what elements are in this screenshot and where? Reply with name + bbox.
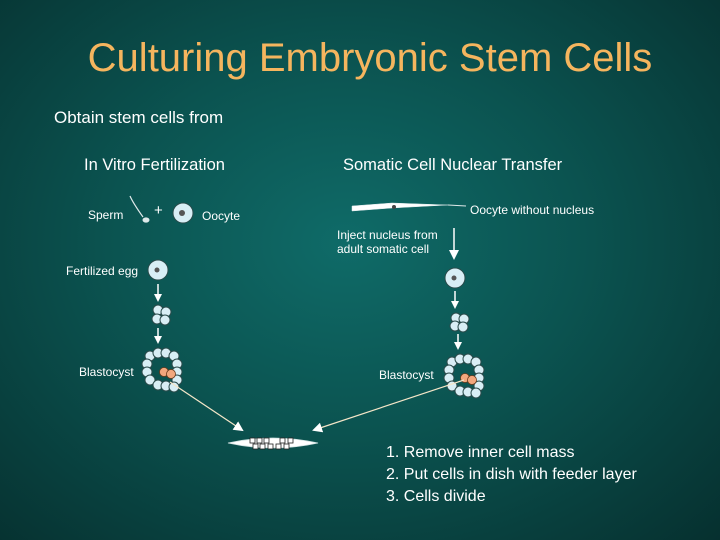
scnt-oocyte-icon xyxy=(444,267,466,289)
inject-label-line1: Inject nucleus from xyxy=(337,228,438,242)
scnt-heading: Somatic Cell Nuclear Transfer xyxy=(343,156,563,174)
step-1: 1. Remove inner cell mass xyxy=(386,444,575,461)
ivf-heading: In Vitro Fertilization xyxy=(84,156,225,174)
inject-label-line2: adult somatic cell xyxy=(337,242,430,256)
culture-dish-icon xyxy=(227,437,319,450)
sperm-icon xyxy=(129,195,150,223)
step-3: 3. Cells divide xyxy=(386,488,486,505)
step-2: 2. Put cells in dish with feeder layer xyxy=(386,466,637,483)
oocyte-label: Oocyte xyxy=(202,209,241,223)
micropipette-icon xyxy=(351,202,467,212)
fertilized-egg-label: Fertilized egg xyxy=(66,264,139,278)
ivf-blastocyst-icon xyxy=(141,347,183,393)
scnt-blastocyst-label: Blastocyst xyxy=(379,368,434,382)
ivf-blastocyst-label: Blastocyst xyxy=(79,365,134,379)
scnt-cleavage-cells-icon xyxy=(449,312,470,333)
plus-sign: + xyxy=(154,202,163,219)
scnt-blastocyst-icon xyxy=(443,353,485,399)
scnt-to-dish-arrow xyxy=(312,379,465,433)
oocyte-without-nucleus-label: Oocyte without nucleus xyxy=(470,203,595,217)
intro-text: Obtain stem cells from xyxy=(54,108,224,127)
ivf-to-dish-arrow xyxy=(169,381,244,432)
ivf-cleavage-cells-icon xyxy=(151,304,172,326)
oocyte-icon xyxy=(172,202,194,224)
slide-title: Culturing Embryonic Stem Cells xyxy=(87,36,653,80)
sperm-label: Sperm xyxy=(88,208,124,222)
fertilized-egg-icon xyxy=(147,259,169,281)
